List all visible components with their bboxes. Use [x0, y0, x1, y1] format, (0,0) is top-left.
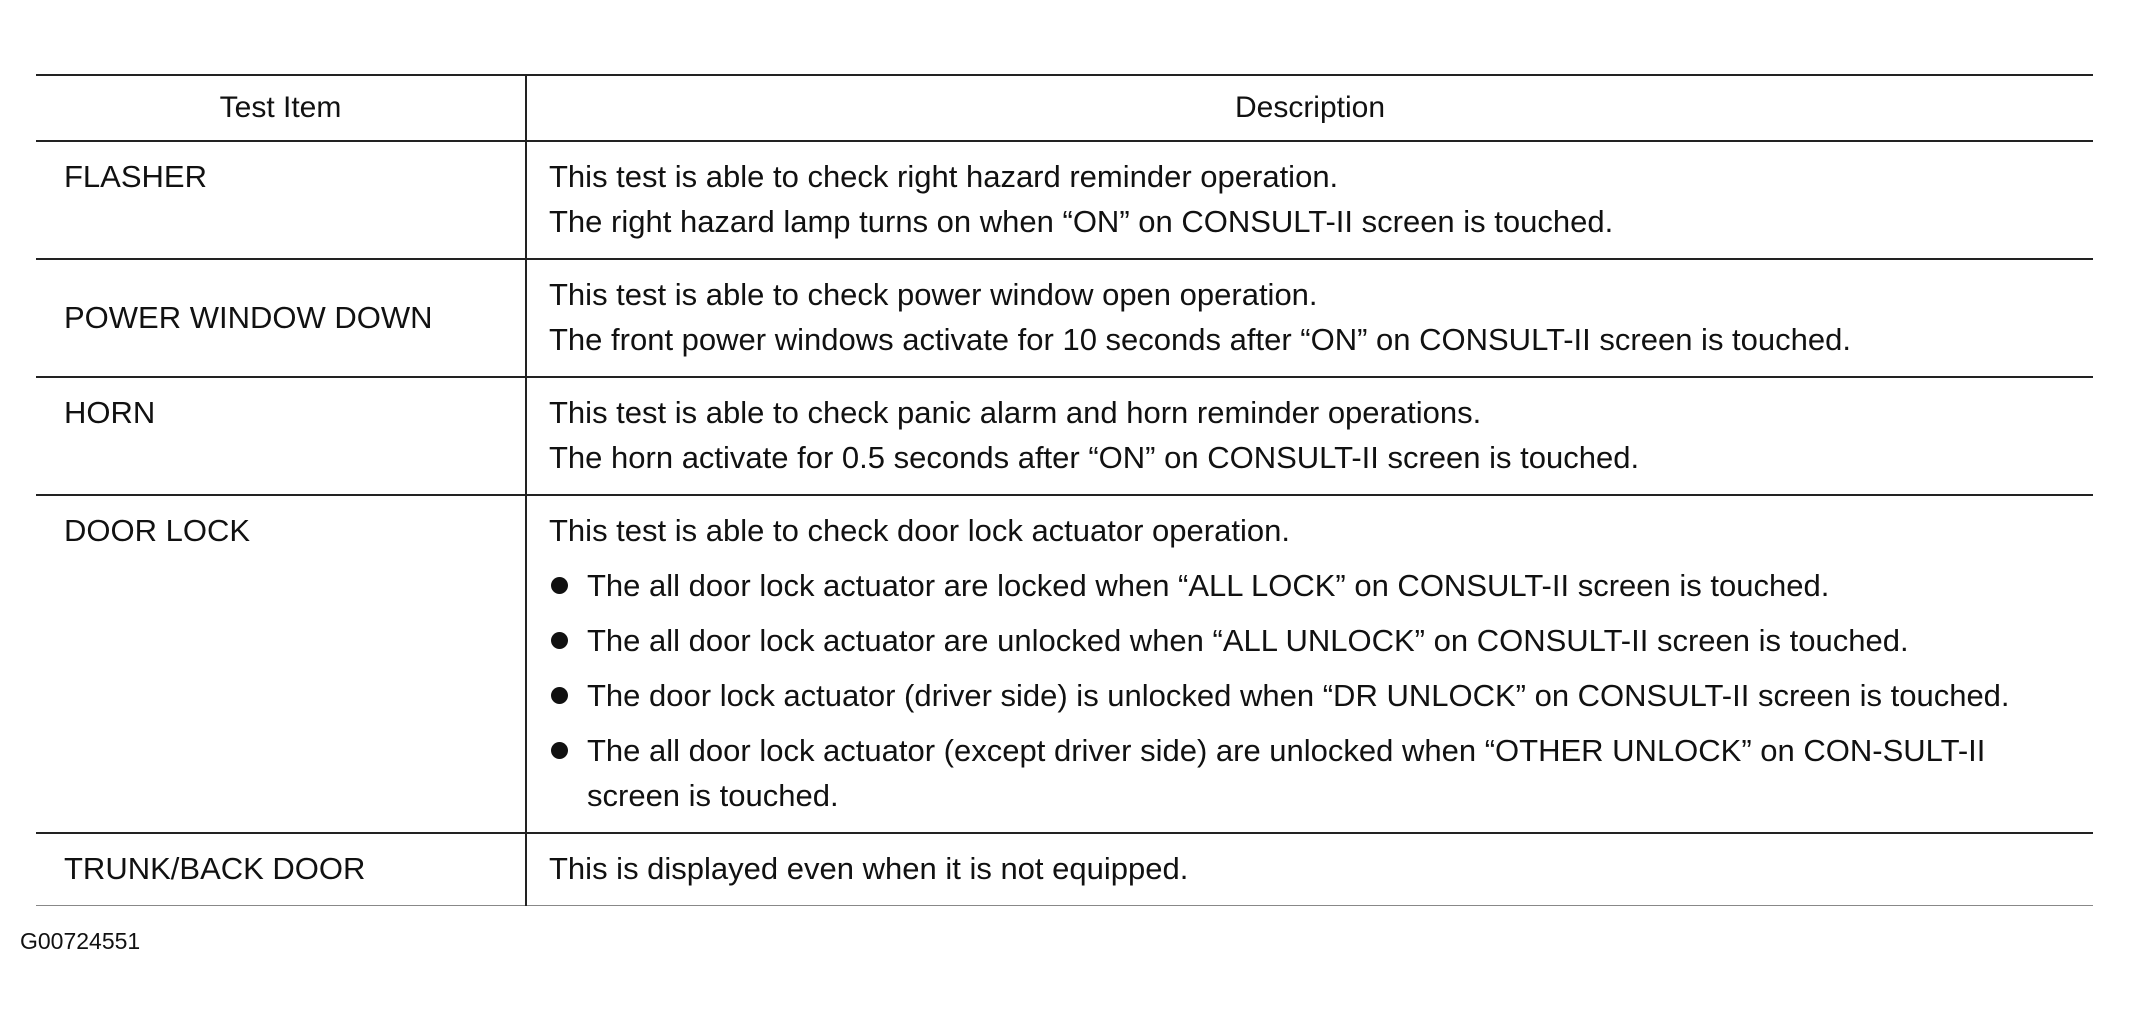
test-item-table-container: Test Item Description FLASHER This test … [36, 74, 2093, 906]
table-header-row: Test Item Description [36, 74, 2093, 142]
door-lock-bullet-list: The all door lock actuator are locked wh… [549, 563, 2079, 818]
test-item-table: Test Item Description FLASHER This test … [36, 74, 2093, 906]
test-item-trunk-back-door: TRUNK/BACK DOOR [36, 833, 527, 906]
table-row: FLASHER This test is able to check right… [36, 141, 2093, 260]
table-row: POWER WINDOW DOWN This test is able to c… [36, 259, 2093, 378]
description-line: This test is able to check power window … [549, 277, 1318, 312]
description-line: This test is able to check right hazard … [549, 159, 1339, 194]
figure-code: G00724551 [20, 928, 141, 954]
table-row: HORN This test is able to check panic al… [36, 377, 2093, 496]
list-item: The all door lock actuator are locked wh… [549, 563, 2079, 608]
bullet-text: The all door lock actuator are locked wh… [587, 568, 1830, 603]
test-item-flasher: FLASHER [36, 141, 527, 260]
table-row: DOOR LOCK This test is able to check doo… [36, 495, 2093, 834]
bullet-dot-icon [551, 632, 568, 649]
bullet-dot-icon [551, 742, 568, 759]
description-line: The horn activate for 0.5 seconds after … [549, 440, 1640, 475]
description-horn: This test is able to check panic alarm a… [526, 377, 2093, 496]
bullet-text: The door lock actuator (driver side) is … [587, 678, 2010, 713]
header-test-item: Test Item [36, 74, 527, 142]
bullet-dot-icon [551, 687, 568, 704]
bullet-text: The all door lock actuator (except drive… [587, 733, 1986, 813]
list-item: The door lock actuator (driver side) is … [549, 673, 2079, 718]
list-item: The all door lock actuator are unlocked … [549, 618, 2079, 663]
table-row: TRUNK/BACK DOOR This is displayed even w… [36, 833, 2093, 906]
description-line: The front power windows activate for 10 … [549, 322, 1851, 357]
test-item-door-lock: DOOR LOCK [36, 495, 527, 834]
description-flasher: This test is able to check right hazard … [526, 141, 2093, 260]
description-line: This test is able to check door lock act… [549, 513, 1290, 548]
bullet-dot-icon [551, 577, 568, 594]
description-trunk-back-door: This is displayed even when it is not eq… [526, 833, 2093, 906]
test-item-power-window-down: POWER WINDOW DOWN [36, 259, 527, 378]
test-item-horn: HORN [36, 377, 527, 496]
description-line: This is displayed even when it is not eq… [549, 851, 1189, 886]
header-description: Description [526, 74, 2093, 142]
description-line: This test is able to check panic alarm a… [549, 395, 1482, 430]
description-line: The right hazard lamp turns on when “ON”… [549, 204, 1614, 239]
description-power-window-down: This test is able to check power window … [526, 259, 2093, 378]
list-item: The all door lock actuator (except drive… [549, 728, 2079, 818]
bullet-text: The all door lock actuator are unlocked … [587, 623, 1909, 658]
description-door-lock: This test is able to check door lock act… [526, 495, 2093, 834]
